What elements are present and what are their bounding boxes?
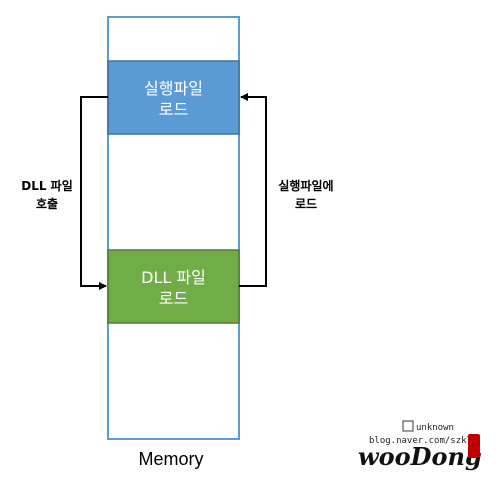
- load-into-exe-arrow: [239, 93, 267, 287]
- exe-load-line2: 로드: [159, 100, 188, 119]
- load-into-exe-label-line1: 실행파일에: [278, 178, 333, 193]
- load-into-exe-label: 실행파일에 로드: [268, 174, 344, 216]
- watermark: unknown blog.naver.com/szk7 wooDong: [358, 420, 482, 471]
- exe-load-line1: 실행파일: [144, 79, 203, 98]
- dll-load-block: DLL 파일 로드: [107, 249, 240, 324]
- dll-call-label: DLL 파일 호출: [14, 174, 80, 216]
- watermark-name: wooDong: [358, 442, 482, 471]
- load-into-exe-label-line2: 로드: [295, 197, 317, 211]
- dll-call-label-line1: DLL 파일: [21, 178, 73, 193]
- watermark-tag: unknown: [416, 423, 454, 433]
- load-into-exe-label-bg: [268, 174, 344, 216]
- dll-call-label-line2: 호출: [36, 196, 58, 211]
- dll-load-rect: [107, 249, 240, 324]
- dll-call-arrow: [80, 96, 108, 290]
- dll-load-line1: DLL 파일: [141, 268, 206, 287]
- dll-load-line2: 로드: [159, 289, 188, 308]
- memory-label: Memory: [138, 449, 203, 469]
- exe-load-block: 실행파일 로드: [107, 60, 240, 135]
- exe-load-rect: [107, 60, 240, 135]
- dll-call-label-bg: [14, 174, 80, 216]
- watermark-tag-box: [402, 420, 414, 432]
- watermark-url: blog.naver.com/szk7: [369, 436, 472, 446]
- watermark-seal: [468, 434, 480, 458]
